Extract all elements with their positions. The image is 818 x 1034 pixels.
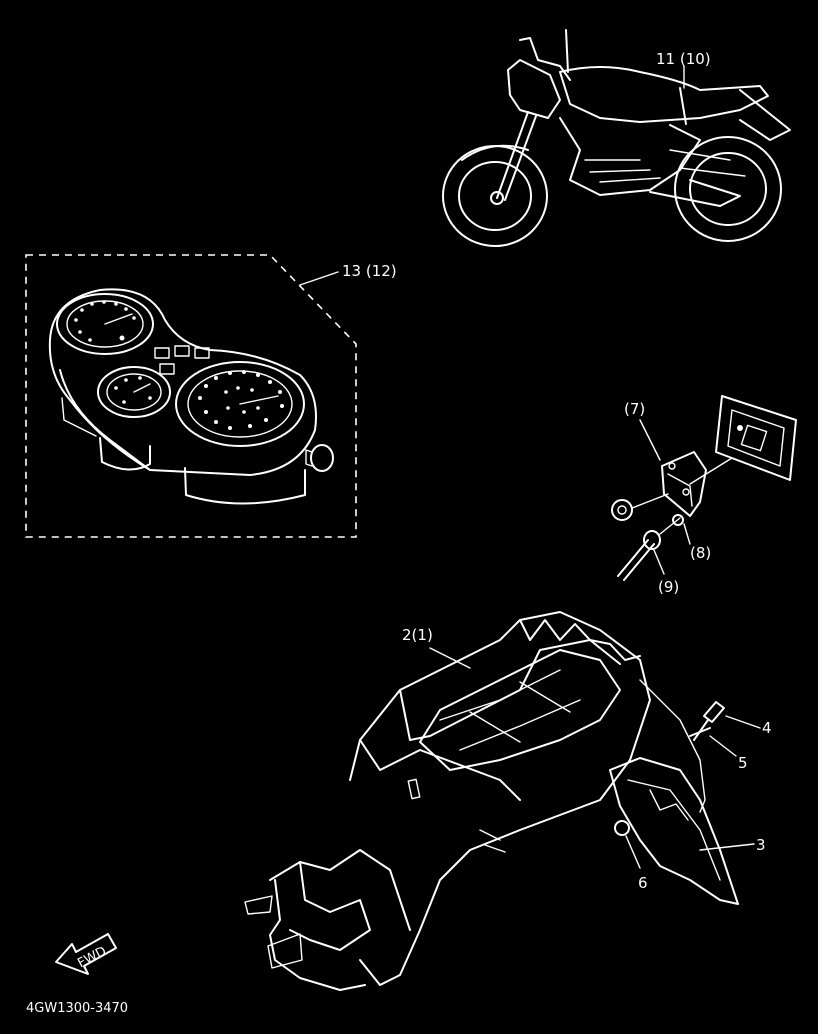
callout-bracket: (7)	[624, 400, 645, 418]
callout-fender: 2(1)	[402, 626, 433, 644]
rear-fender-illustration	[244, 611, 651, 991]
meter-group-boundary	[25, 254, 357, 538]
callout-washer: 5	[738, 754, 748, 772]
meter-group	[25, 254, 357, 538]
fender-flap-illustration	[609, 679, 761, 905]
callout-motorcycle: 11 (10)	[656, 50, 711, 68]
callout-bolt: 4	[762, 719, 772, 737]
fwd-label: FWD	[75, 944, 109, 971]
reflector-bracket-illustration	[611, 395, 797, 581]
callout-rivet-washer: (8)	[690, 544, 711, 562]
callout-flap: 3	[756, 836, 766, 854]
callout-meter: 13 (12)	[342, 262, 397, 280]
meter-assembly-illustration	[48, 288, 334, 505]
callout-rivet: (9)	[658, 578, 679, 596]
callout-nut: 6	[638, 874, 648, 892]
forward-arrow-icon	[55, 933, 117, 975]
motorcycle-illustration	[442, 29, 791, 247]
drawing-code: 4GW1300-3470	[26, 1001, 128, 1016]
